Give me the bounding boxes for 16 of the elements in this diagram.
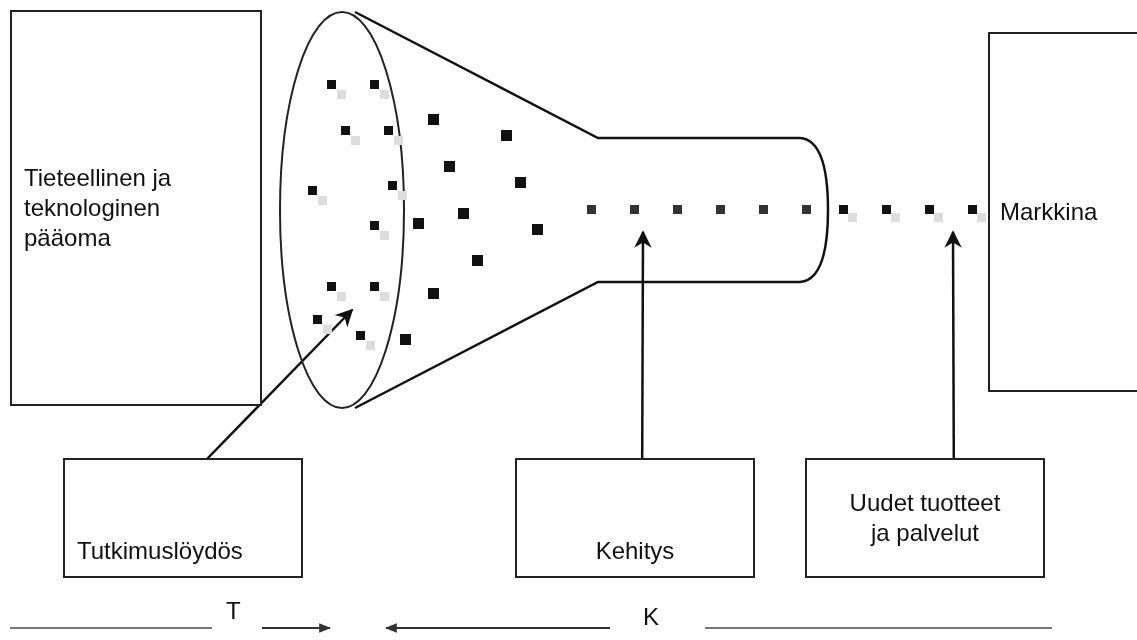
node-label: Kehitys <box>595 536 675 566</box>
node-label: Markkina <box>1000 197 1098 227</box>
node-label: Tieteellinen ja teknologinen pääoma <box>24 163 173 253</box>
arrow <box>634 230 652 459</box>
market-box <box>988 32 1137 392</box>
phase-label: K <box>643 602 659 632</box>
node-label: Tutkimuslöydös <box>77 536 243 566</box>
phase-label: T <box>226 596 241 626</box>
node-label: Uudet tuotteet ja palvelut <box>848 488 1002 548</box>
arrow <box>944 230 962 459</box>
funnel-drawing <box>278 10 988 412</box>
arrow <box>206 308 354 460</box>
development-box <box>515 458 755 578</box>
capital-box <box>10 10 262 406</box>
research-box <box>63 458 303 578</box>
products-box <box>805 458 1045 578</box>
